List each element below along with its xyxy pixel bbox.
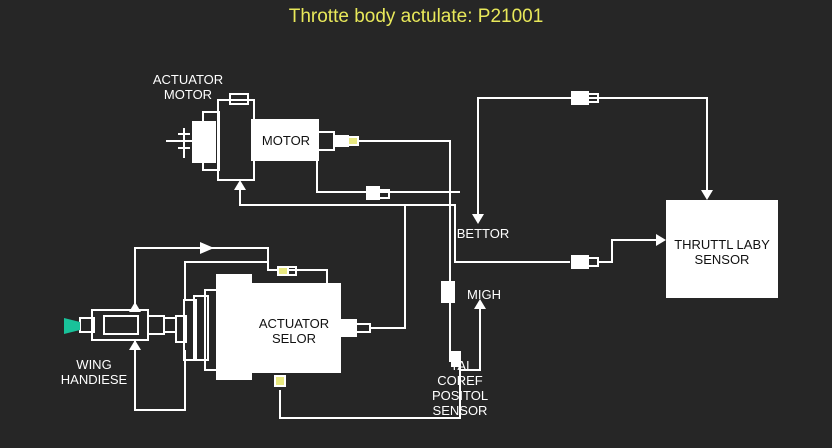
label-actuator-motor: ACTUATOR MOTOR	[152, 72, 224, 102]
selor-ring-2	[183, 299, 197, 361]
connector-migh	[441, 281, 455, 303]
label-bettor: BETTOR	[456, 226, 510, 241]
selor-output	[339, 319, 357, 337]
arrow-up-motor-return	[234, 180, 246, 190]
motor-cap-top	[229, 93, 249, 105]
wire-to-throttle-sensor	[598, 239, 660, 263]
wire-left-loop	[134, 247, 328, 308]
spring-icon	[166, 128, 192, 158]
actuator-selor-assembly	[175, 274, 371, 380]
label-throttle-body-sensor: THRUTTL LABY SENSOR	[674, 237, 770, 267]
connector-motor-lower	[366, 186, 380, 200]
connector-position-sensor	[451, 351, 461, 367]
wire-top-loop	[477, 97, 708, 218]
motor-housing	[217, 99, 255, 181]
wire-selor-out	[370, 205, 406, 329]
label-motor: MOTOR	[261, 133, 311, 148]
connector-motor-yellow	[347, 136, 359, 146]
wire-migh-riser	[460, 305, 481, 371]
wire-motor-return	[239, 182, 570, 263]
wires	[134, 97, 708, 419]
selor-housing	[216, 274, 252, 380]
motor-connector	[333, 135, 349, 147]
arrow-into-sensor-top	[701, 190, 713, 200]
wing-handle-assembly	[79, 309, 177, 341]
arrow-up-left-lower	[129, 340, 141, 350]
connector-top-a	[571, 91, 589, 105]
connector-top-b	[587, 93, 599, 103]
label-migh: MIGH	[467, 287, 501, 302]
connector-motor-lower-b	[378, 189, 390, 199]
wing-body	[91, 309, 149, 341]
label-position-sensor: TAI COREF POSITOL SENSOR	[431, 358, 489, 418]
arrow-into-sensor-left	[656, 234, 666, 246]
wire-motor-lower	[316, 158, 460, 193]
motor-body	[251, 119, 319, 161]
diagram-title: Throtte body actulate: P21001	[288, 6, 544, 27]
connectors	[274, 91, 599, 387]
selor-output-tip	[355, 323, 371, 333]
wire-selor-bottom	[279, 362, 461, 419]
connector-sensor-a	[571, 255, 589, 269]
wing-coupler	[147, 315, 165, 335]
connector-selor-top	[277, 266, 289, 276]
selor-ring-3	[193, 295, 209, 361]
green-nozzle-icon	[64, 318, 80, 334]
label-wing-handiese: WING HANDIESE	[60, 357, 128, 387]
connector-sensor-b	[587, 257, 599, 267]
label-actuator-selor: ACTUATOR SELOR	[258, 316, 330, 346]
wire-left-inner-loop	[184, 261, 268, 300]
wing-coupler-2	[163, 317, 177, 333]
connector-selor-bottom	[274, 375, 286, 387]
actuator-motor-assembly	[192, 93, 349, 181]
arrow-into-bettor	[472, 214, 484, 224]
arrow-left-top	[200, 242, 214, 254]
wing-body-inner	[103, 315, 139, 335]
throttle-sensor-box	[666, 200, 778, 298]
arrow-up-migh	[474, 299, 486, 309]
selor-box	[247, 283, 341, 373]
wire-left-lower-loop	[134, 340, 186, 411]
connector-selor-top-b	[287, 266, 297, 276]
